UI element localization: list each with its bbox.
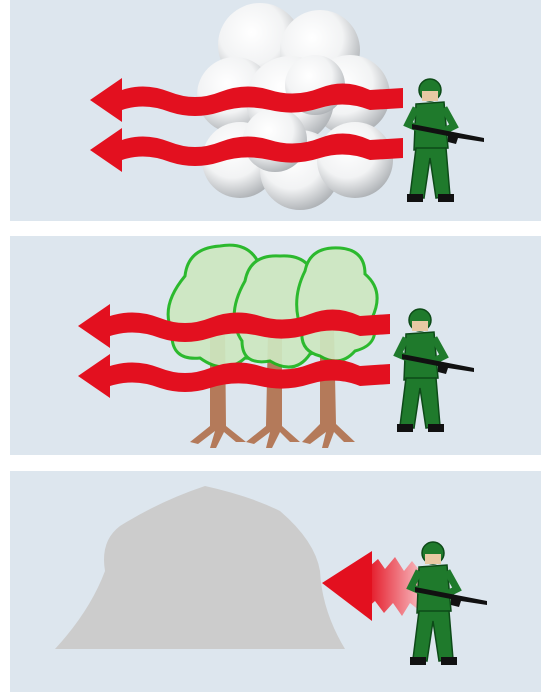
soldier [407, 79, 484, 202]
soldier [410, 542, 487, 665]
blocked-arrow [322, 551, 420, 621]
panel-smoke [10, 0, 541, 221]
tree-canopies [168, 245, 377, 367]
soldier [397, 309, 474, 432]
rock [55, 486, 345, 649]
rock-scene [10, 471, 541, 692]
trees-scene [10, 236, 541, 455]
panel-trees [10, 236, 541, 455]
smoke-scene [10, 0, 541, 221]
panel-rock [10, 471, 541, 692]
